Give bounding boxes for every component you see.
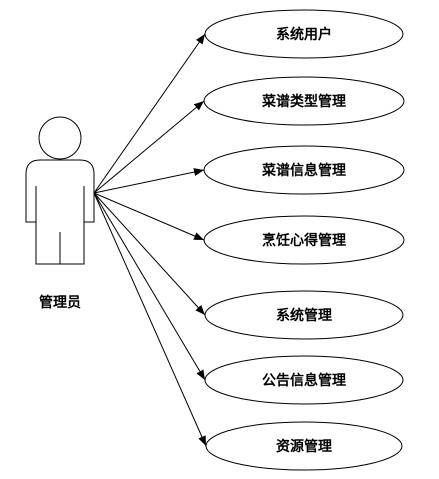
use-case-1-label: 系统用户 <box>276 26 332 43</box>
use-case-ellipses <box>203 9 405 471</box>
actor-body <box>25 159 95 265</box>
use-case-7-ellipse <box>205 421 403 471</box>
use-case-6-label: 公告信息管理 <box>262 372 346 389</box>
use-case-5-ellipse <box>204 290 404 340</box>
association-arrows <box>93 33 207 447</box>
arrow-to-use-case-6 <box>93 192 206 381</box>
use-case-4-ellipse <box>203 215 405 265</box>
arrow-to-use-case-3 <box>93 168 205 194</box>
actor-head <box>38 116 82 160</box>
arrow-to-use-case-2 <box>93 100 205 194</box>
use-case-6-ellipse <box>204 355 404 405</box>
use-case-3-label: 菜谱信息管理 <box>261 162 346 179</box>
use-case-7-label: 资源管理 <box>276 438 332 455</box>
use-case-5-label: 系统管理 <box>276 307 332 324</box>
arrow-to-use-case-4 <box>93 192 205 241</box>
use-case-2-label: 菜谱类型管理 <box>261 93 346 110</box>
arrow-to-use-case-1 <box>93 33 206 194</box>
arrow-to-use-case-7 <box>93 192 207 447</box>
use-case-1-ellipse <box>204 9 404 59</box>
use-case-2-ellipse <box>203 76 405 126</box>
use-case-4-label: 烹饪心得管理 <box>262 232 346 249</box>
use-case-3-ellipse <box>203 145 405 195</box>
actor-label: 管理员 <box>39 294 81 311</box>
actor-figure <box>25 116 95 265</box>
arrow-to-use-case-5 <box>93 192 206 316</box>
